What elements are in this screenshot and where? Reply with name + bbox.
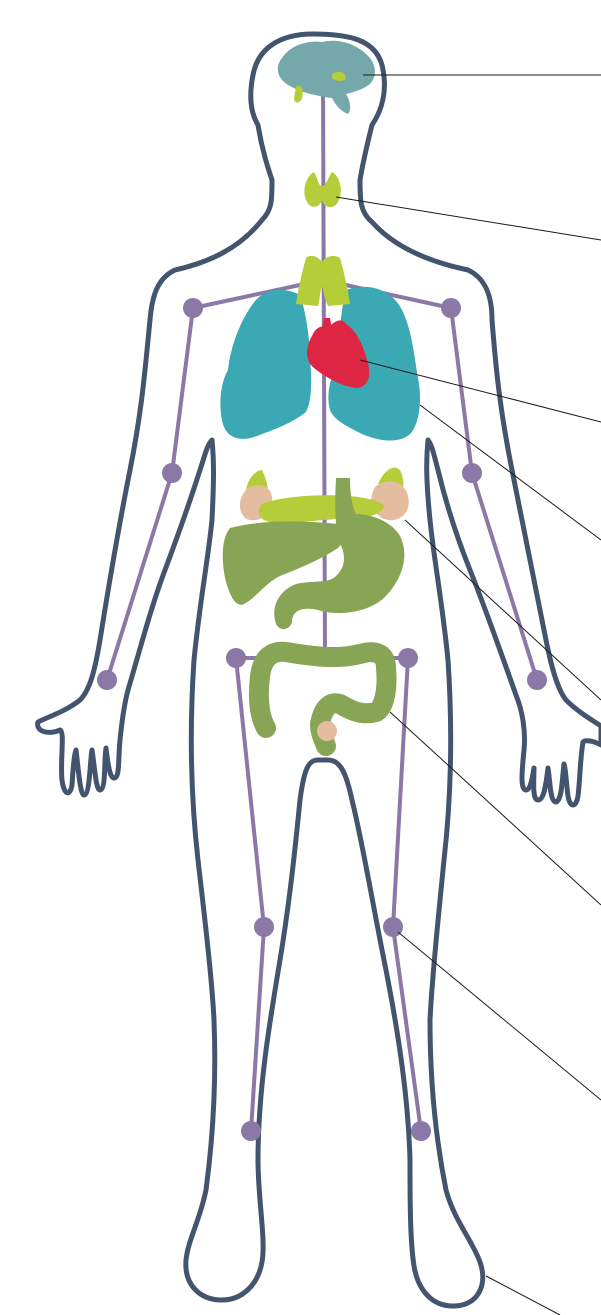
- appendix: [317, 721, 337, 741]
- leader-line-foot: [486, 1276, 560, 1315]
- joint-hip-right: [398, 648, 418, 668]
- joint-shoulder-right: [441, 298, 461, 318]
- joint-ankle-left: [241, 1121, 261, 1141]
- leader-line-kidney: [405, 520, 601, 700]
- body-outline-right: [313, 34, 601, 1306]
- joint-knee-left: [254, 917, 274, 937]
- body-outline: [38, 34, 601, 1306]
- lung-left: [220, 290, 311, 439]
- joint-shoulder-left: [183, 298, 203, 318]
- thigh-right: [393, 658, 408, 927]
- brain: [278, 41, 375, 114]
- forearm-right: [472, 473, 537, 680]
- leader-line-thyroid: [336, 197, 601, 240]
- kidney-right: [372, 481, 409, 520]
- upper-arm-left: [172, 308, 193, 473]
- leader-line-lungs: [420, 405, 601, 540]
- body-outline-left: [38, 34, 318, 1300]
- joint-elbow-left: [162, 463, 182, 483]
- joint-wrist-left: [97, 670, 117, 690]
- upper-arm-right: [451, 308, 472, 473]
- organs: [220, 41, 420, 746]
- leader-line-intestine: [390, 712, 601, 905]
- joint-elbow-right: [462, 463, 482, 483]
- joint-ankle-right: [411, 1121, 431, 1141]
- joint-hip-left: [226, 648, 246, 668]
- joint-wrist-right: [527, 670, 547, 690]
